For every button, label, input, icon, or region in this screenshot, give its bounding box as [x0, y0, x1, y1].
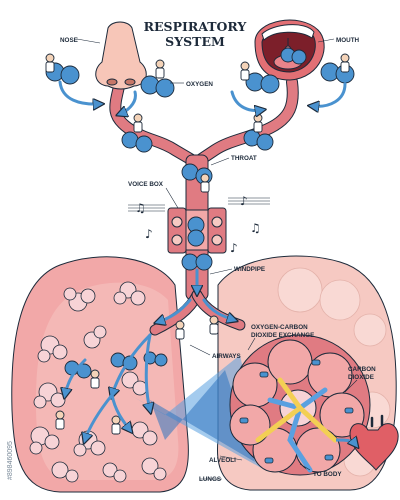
label-exchange-line-2: DIOXIDE EXCHANGE — [251, 332, 314, 339]
heart-icon — [349, 414, 399, 471]
label-alveoli: ALVEOLI — [209, 457, 236, 464]
svg-text:♫: ♫ — [250, 221, 261, 235]
svg-text:♪: ♪ — [145, 227, 153, 241]
label-lungs: LUNGS — [199, 476, 221, 483]
label-throat: THROAT — [231, 155, 257, 162]
title-line-2: SYSTEM — [165, 34, 225, 49]
nose-illustration — [95, 21, 147, 90]
left-lung — [11, 256, 189, 493]
alveoli-zoom — [229, 334, 371, 476]
airflow-arrows — [58, 80, 347, 440]
to-body-arrow — [335, 440, 356, 445]
oxygen-molecules — [45, 47, 355, 379]
label-airways: AIRWAYS — [212, 353, 241, 360]
label-oxygen: OXYGEN — [186, 81, 213, 88]
stock-id: #898460095 — [7, 441, 14, 480]
worker-figures — [45, 53, 350, 435]
label-mouth: MOUTH — [336, 37, 360, 44]
svg-text:♪: ♪ — [230, 241, 238, 255]
label-nose: NOSE — [60, 37, 78, 44]
title-line-1: RESPIRATORY — [144, 19, 248, 34]
label-windpipe: WINDPIPE — [234, 266, 265, 273]
label-voice-box: VOICE BOX — [128, 181, 164, 188]
label-exchange-line-1: OXYGEN-CARBON — [251, 324, 308, 331]
label-to-body: TO BODY — [313, 471, 342, 478]
label-carbon-line-1: CARBON — [348, 366, 376, 373]
label-carbon-line-2: DIOXIDE — [348, 374, 374, 381]
